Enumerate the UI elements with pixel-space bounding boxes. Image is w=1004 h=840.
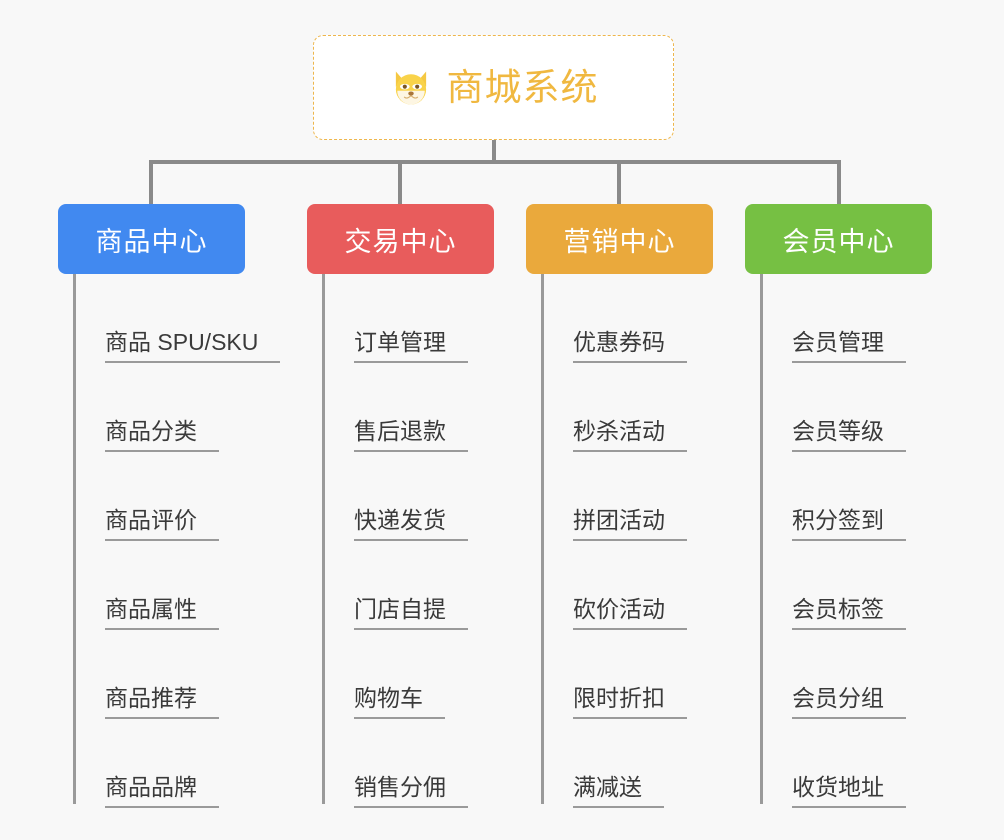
list-item[interactable]: 商品品牌 — [73, 719, 280, 808]
list-item-label: 收货地址 — [792, 774, 906, 808]
list-item-label: 门店自提 — [354, 596, 468, 630]
list-item-label: 商品属性 — [105, 596, 219, 630]
list-item[interactable]: 会员等级 — [760, 363, 906, 452]
category-box-member-center[interactable]: 会员中心 — [745, 204, 932, 274]
list-item-label: 会员分组 — [792, 685, 906, 719]
list-item[interactable]: 限时折扣 — [541, 630, 687, 719]
list-item[interactable]: 商品 SPU/SKU — [73, 274, 281, 363]
list-item-label: 售后退款 — [354, 418, 468, 452]
list-item[interactable]: 购物车 — [322, 630, 468, 719]
list-item-label: 会员标签 — [792, 596, 906, 630]
list-item-label: 购物车 — [354, 685, 445, 719]
list-item-label: 会员等级 — [792, 418, 906, 452]
column-spine — [322, 274, 325, 804]
shiba-dog-icon — [389, 66, 433, 110]
connector-drop-2 — [398, 160, 402, 204]
list-item[interactable]: 商品属性 — [73, 541, 280, 630]
root-node-mall-system[interactable]: 商城系统 — [313, 35, 674, 140]
list-item-label: 满减送 — [573, 774, 664, 808]
list-item[interactable]: 满减送 — [541, 719, 687, 808]
item-column-product-center: 商品 SPU/SKU 商品分类商品评价商品属性商品推荐商品品牌 — [73, 274, 281, 808]
list-item[interactable]: 快递发货 — [322, 452, 468, 541]
category-box-marketing-center[interactable]: 营销中心 — [526, 204, 713, 274]
list-item-label: 拼团活动 — [573, 507, 687, 541]
category-label: 营销中心 — [563, 226, 676, 257]
list-item-label: 秒杀活动 — [573, 418, 687, 452]
list-item[interactable]: 商品评价 — [73, 452, 280, 541]
list-item-label: 商品分类 — [105, 418, 219, 452]
list-item[interactable]: 拼团活动 — [541, 452, 687, 541]
category-box-product-center[interactable]: 商品中心 — [58, 204, 245, 274]
category-box-trade-center[interactable]: 交易中心 — [307, 204, 494, 274]
connector-drop-4 — [837, 160, 841, 204]
list-item[interactable]: 销售分佣 — [322, 719, 468, 808]
list-item-label: 积分签到 — [792, 507, 906, 541]
connector-drop-1 — [149, 160, 153, 204]
connector-horizontal-bus — [149, 160, 841, 164]
column-spine — [541, 274, 544, 804]
list-item[interactable]: 收货地址 — [760, 719, 906, 808]
item-column-trade-center: 订单管理售后退款快递发货门店自提购物车销售分佣 — [322, 274, 468, 808]
category-label: 会员中心 — [782, 226, 895, 257]
list-item-label: 商品 SPU/SKU — [105, 329, 281, 363]
list-item[interactable]: 砍价活动 — [541, 541, 687, 630]
list-item-label: 优惠券码 — [573, 329, 687, 363]
list-item-label: 砍价活动 — [573, 596, 687, 630]
list-item[interactable]: 优惠券码 — [541, 274, 687, 363]
list-item-label: 快递发货 — [354, 507, 468, 541]
list-item-label: 商品品牌 — [105, 774, 219, 808]
connector-root-stem — [492, 140, 496, 162]
list-item[interactable]: 订单管理 — [322, 274, 468, 363]
root-title: 商城系统 — [446, 67, 599, 108]
category-label: 交易中心 — [344, 226, 457, 257]
item-column-marketing-center: 优惠券码秒杀活动拼团活动砍价活动限时折扣满减送 — [541, 274, 687, 808]
list-item-label: 会员管理 — [792, 329, 906, 363]
list-item[interactable]: 商品分类 — [73, 363, 280, 452]
category-label: 商品中心 — [95, 226, 208, 257]
list-item-label: 商品推荐 — [105, 685, 219, 719]
list-item[interactable]: 会员标签 — [760, 541, 906, 630]
column-spine — [73, 274, 76, 804]
list-item-label: 限时折扣 — [573, 685, 687, 719]
list-item[interactable]: 会员管理 — [760, 274, 906, 363]
list-item[interactable]: 商品推荐 — [73, 630, 280, 719]
list-item-label: 销售分佣 — [354, 774, 468, 808]
column-spine — [760, 274, 763, 804]
list-item[interactable]: 积分签到 — [760, 452, 906, 541]
list-item[interactable]: 会员分组 — [760, 630, 906, 719]
list-item-label: 订单管理 — [354, 329, 468, 363]
connector-drop-3 — [617, 160, 621, 204]
list-item-label: 商品评价 — [105, 507, 219, 541]
item-column-member-center: 会员管理会员等级积分签到会员标签会员分组收货地址 — [760, 274, 906, 808]
list-item[interactable]: 门店自提 — [322, 541, 468, 630]
list-item[interactable]: 秒杀活动 — [541, 363, 687, 452]
list-item[interactable]: 售后退款 — [322, 363, 468, 452]
